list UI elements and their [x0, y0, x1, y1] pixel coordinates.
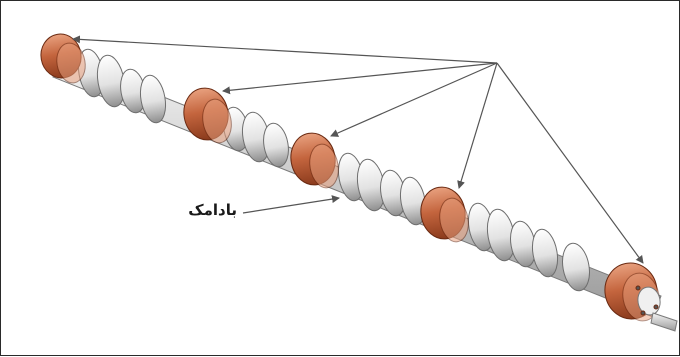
- bearing-journal-5: [604, 262, 661, 322]
- leader-arrow-5: [496, 62, 644, 264]
- cam-leader-arrow: [242, 195, 340, 214]
- bearing-journal-3: [290, 132, 339, 189]
- cam-lobes: [77, 48, 590, 292]
- bearing-journal-1: [40, 33, 86, 84]
- shaft-end-stub: [650, 312, 678, 332]
- leader-arrow-3: [330, 62, 498, 137]
- bearing-journals: [40, 33, 661, 322]
- bearing-journal-2: [183, 87, 232, 144]
- bearing-leader-lines: [72, 35, 644, 264]
- leader-arrow-1: [72, 35, 498, 64]
- cam-label: بادامک: [188, 201, 237, 219]
- bearing-journal-4: [420, 186, 469, 243]
- leader-arrow-4: [457, 62, 498, 189]
- leader-arrow-2: [222, 62, 498, 95]
